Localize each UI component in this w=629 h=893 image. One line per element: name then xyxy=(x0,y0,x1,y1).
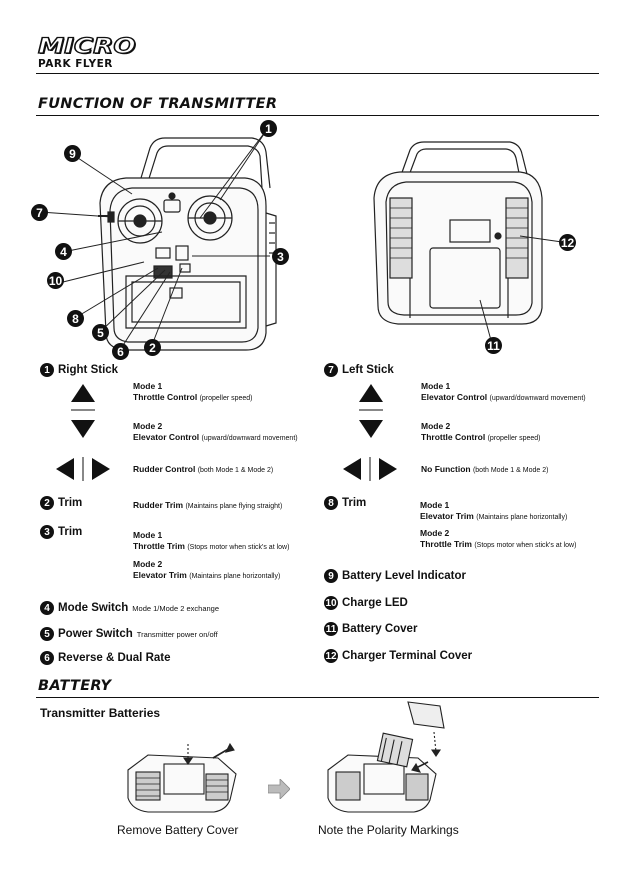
function-10-title: Charge LED xyxy=(342,597,408,609)
function-10-number: 10 xyxy=(324,596,338,610)
battery-section-rule xyxy=(36,697,599,698)
callout-11: 11 xyxy=(485,337,502,354)
function-2-desc: Rudder Trim (Maintains plane flying stra… xyxy=(133,500,283,510)
logo-micro-text: MICRO xyxy=(37,34,136,58)
function-12-title: Charger Terminal Cover xyxy=(342,650,473,662)
function-11-title: Battery Cover xyxy=(342,623,418,635)
logo-park-flyer-text: PARK FLYER xyxy=(38,58,113,70)
function-1-left-right: Rudder Control (both Mode 1 & Mode 2) xyxy=(133,464,274,474)
callout-10: 10 xyxy=(47,272,64,289)
function-2-heading: 2 Trim xyxy=(40,496,82,510)
callout-7: 7 xyxy=(31,204,48,221)
function-4-title: Mode Switch xyxy=(58,602,129,614)
function-1-title: Right Stick xyxy=(58,364,119,376)
function-3-mode1: Mode 1 Throttle Trim (Stops motor when s… xyxy=(133,530,290,551)
function-3-title: Trim xyxy=(58,526,83,538)
function-1-mode2: Mode 2 Elevator Control (upward/downward… xyxy=(133,421,298,442)
function-7-heading: 7 Left Stick xyxy=(324,363,394,377)
brand-logo: MICRO PARK FLYER xyxy=(37,35,136,70)
function-9-number: 9 xyxy=(324,569,338,583)
left-right-arrows-icon xyxy=(56,457,110,481)
function-11-number: 11 xyxy=(324,622,338,636)
function-1-number: 1 xyxy=(40,363,54,377)
header-rule xyxy=(36,73,599,74)
function-section-title: FUNCTION OF TRANSMITTER xyxy=(38,96,278,112)
function-9-title: Battery Level Indicator xyxy=(342,570,466,582)
function-8-title: Trim xyxy=(342,497,367,509)
function-12-heading: 12 Charger Terminal Cover xyxy=(324,649,472,663)
function-3-heading: 3 Trim xyxy=(40,525,82,539)
function-3-mode2: Mode 2 Elevator Trim (Maintains plane ho… xyxy=(133,559,281,580)
callout-9: 9 xyxy=(64,145,81,162)
up-down-arrows-icon xyxy=(71,384,95,438)
battery-section-title: BATTERY xyxy=(38,678,112,694)
function-7-title: Left Stick xyxy=(342,364,394,376)
function-4-heading: 4 Mode Switch Mode 1/Mode 2 exchange xyxy=(40,601,219,615)
callout-6: 6 xyxy=(112,343,129,360)
transmitter-rear-illustration xyxy=(373,141,543,325)
remove-battery-cover-illustration xyxy=(127,742,237,813)
function-section-rule xyxy=(36,115,599,116)
function-8-mode1: Mode 1 Elevator Trim (Maintains plane ho… xyxy=(420,500,568,521)
callout-5: 5 xyxy=(92,324,109,341)
function-8-mode2: Mode 2 Throttle Trim (Stops motor when s… xyxy=(420,528,577,549)
function-1-heading: 1 Right Stick xyxy=(40,363,118,377)
callout-2: 2 xyxy=(144,339,161,356)
function-3-number: 3 xyxy=(40,525,54,539)
function-1-mode1: Mode 1 Throttle Control (propeller speed… xyxy=(133,381,253,402)
function-8-number: 8 xyxy=(324,496,338,510)
function-5-title: Power Switch xyxy=(58,628,133,640)
function-7-mode1: Mode 1 Elevator Control (upward/downward… xyxy=(421,381,586,402)
next-step-arrow-icon xyxy=(268,779,290,799)
function-5-number: 5 xyxy=(40,627,54,641)
battery-caption-left: Remove Battery Cover xyxy=(117,823,239,837)
callout-8: 8 xyxy=(67,310,84,327)
function-6-heading: 6 Reverse & Dual Rate xyxy=(40,651,171,665)
function-7-mode2: Mode 2 Throttle Control (propeller speed… xyxy=(421,421,541,442)
battery-subtitle: Transmitter Batteries xyxy=(40,706,161,720)
function-8-heading: 8 Trim xyxy=(324,496,366,510)
function-6-title: Reverse & Dual Rate xyxy=(58,652,171,664)
function-12-number: 12 xyxy=(324,649,338,663)
function-11-heading: 11 Battery Cover xyxy=(324,622,417,636)
function-10-heading: 10 Charge LED xyxy=(324,596,408,610)
function-2-number: 2 xyxy=(40,496,54,510)
polarity-markings-illustration xyxy=(327,701,445,813)
callout-leaders xyxy=(39,127,563,351)
function-5-heading: 5 Power Switch Transmitter power on/off xyxy=(40,627,218,641)
function-2-title: Trim xyxy=(58,497,83,509)
function-4-note: Mode 1/Mode 2 exchange xyxy=(132,603,220,613)
function-7-number: 7 xyxy=(324,363,338,377)
battery-caption-right: Note the Polarity Markings xyxy=(318,823,459,837)
function-6-number: 6 xyxy=(40,651,54,665)
callout-1: 1 xyxy=(260,120,277,137)
function-9-heading: 9 Battery Level Indicator xyxy=(324,569,466,583)
function-5-note: Transmitter power on/off xyxy=(136,629,218,639)
function-7-left-right: No Function (both Mode 1 & Mode 2) xyxy=(421,464,549,474)
function-4-number: 4 xyxy=(40,601,54,615)
left-right-arrows-icon-left-stick xyxy=(343,457,397,481)
callout-12: 12 xyxy=(559,234,576,251)
callout-3: 3 xyxy=(272,248,289,265)
up-down-arrows-icon-left-stick xyxy=(359,384,383,438)
callout-4: 4 xyxy=(55,243,72,260)
